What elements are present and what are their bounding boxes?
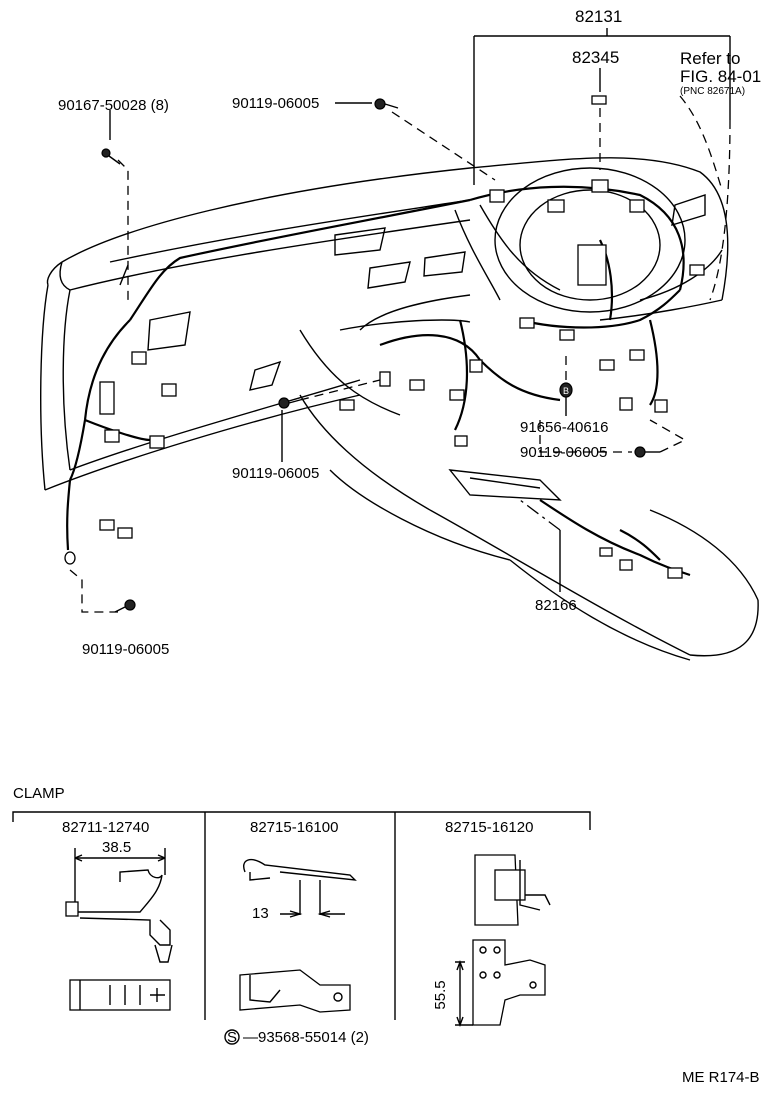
note-marker: S xyxy=(227,1029,237,1046)
clamp-part-number: 82715-16120 xyxy=(445,819,533,836)
clip-icon: B xyxy=(559,382,573,398)
label-90119-06005-bottom: 90119-06005 xyxy=(82,641,169,658)
bolt-icon xyxy=(634,446,660,458)
clamp-dimension: 13 xyxy=(252,905,269,922)
marker-b-label: B xyxy=(563,386,569,396)
leader-lines xyxy=(69,28,731,613)
clamp-item-82715-16120: 82715-16120 55.5 xyxy=(432,819,551,1027)
bolt-icon xyxy=(374,98,399,110)
clamp-drawing xyxy=(239,858,357,1013)
clamp-title: CLAMP xyxy=(13,785,65,802)
label-refer-fig: FIG. 84-01 xyxy=(680,67,761,86)
clamp-drawing xyxy=(65,869,173,1011)
label-90167-50028: 90167-50028 (8) xyxy=(58,97,169,114)
label-91656-40616: 91656-40616 xyxy=(520,419,608,436)
clamp-part-number: 82711-12740 xyxy=(62,819,149,836)
callout-labels: 82131 82345 Refer to FIG. 84-01 (PNC 826… xyxy=(58,7,761,658)
clamp-item-82711-12740: 82711-12740 38.5 xyxy=(62,819,173,1011)
connectors xyxy=(64,95,705,579)
clamp-dimension: 55.5 xyxy=(432,980,449,1009)
label-90119-06005-center: 90119-06005 xyxy=(232,465,319,482)
screw-icon xyxy=(101,148,121,165)
clamp-dimension: 38.5 xyxy=(102,839,131,856)
clamp-part-number: 82715-16100 xyxy=(250,819,338,836)
clamp-item-82715-16100: 82715-16100 13 S —93568-55014 (2) xyxy=(224,819,369,1046)
label-90119-06005-top: 90119-06005 xyxy=(232,95,319,112)
figure-code: ME R174-B xyxy=(682,1069,760,1086)
label-refer-pnc: (PNC 82671A) xyxy=(680,86,745,97)
label-82345: 82345 xyxy=(572,48,619,67)
clamp-section: CLAMP 82711-12740 38.5 82715-16100 xyxy=(12,785,591,1046)
fasteners: B xyxy=(101,98,660,613)
clamp-drawing xyxy=(455,854,551,1027)
clamp-note: —93568-55014 (2) xyxy=(243,1029,369,1046)
s-marker-icon xyxy=(224,1029,240,1045)
label-82131: 82131 xyxy=(575,7,622,26)
label-refer-to: Refer to xyxy=(680,49,740,68)
label-90119-06005-right: 90119-06005 xyxy=(520,444,607,461)
bolt-icon xyxy=(114,599,136,613)
label-82166: 82166 xyxy=(535,597,577,614)
bolt-icon xyxy=(278,397,301,409)
instrument-panel-drawing xyxy=(40,157,759,661)
